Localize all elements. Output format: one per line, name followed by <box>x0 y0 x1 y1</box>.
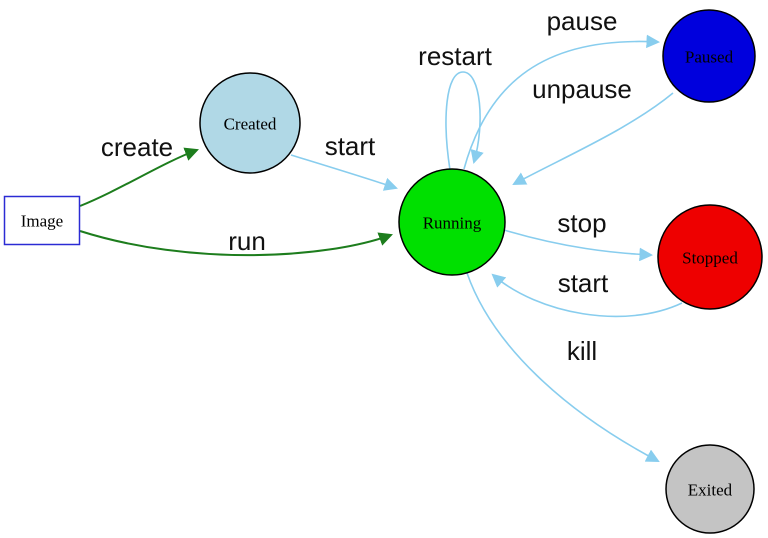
running-circle <box>398 168 506 276</box>
node-created: Created <box>199 72 301 174</box>
edge-labels-layer: create run start restart pause unpause s… <box>101 6 632 366</box>
edge-label-kill: kill <box>567 336 597 366</box>
node-label-stopped: Stopped <box>682 249 738 268</box>
edge-label-start-2: start <box>558 268 609 298</box>
node-label-running: Running <box>423 214 482 233</box>
image-box <box>3 195 81 246</box>
nodes-layer: Image Created Running Paused Stopped Exi <box>3 9 763 534</box>
edge-label-start: start <box>325 131 376 161</box>
node-stopped: Stopped <box>657 204 763 310</box>
node-running: Running <box>398 168 506 276</box>
node-paused: Paused <box>662 9 756 103</box>
stopped-circle <box>657 204 763 310</box>
exited-circle <box>665 444 755 534</box>
edge-label-unpause: unpause <box>532 74 632 104</box>
edge-unpause <box>512 92 674 185</box>
node-label-exited: Exited <box>688 481 733 500</box>
edge-label-run: run <box>228 226 266 256</box>
edge-label-restart: restart <box>418 41 492 71</box>
edge-restart-self-loop <box>445 71 484 171</box>
node-exited: Exited <box>665 444 755 534</box>
edge-start-created-running <box>290 154 398 191</box>
edge-stop <box>503 229 654 262</box>
edge-run <box>79 230 393 257</box>
edge-kill <box>466 272 660 462</box>
edges-layer <box>79 34 683 462</box>
paused-circle <box>662 9 756 103</box>
node-label-image: Image <box>21 212 63 231</box>
edge-label-stop: stop <box>557 208 606 238</box>
node-image: Image <box>3 195 81 246</box>
edge-pause <box>463 34 661 170</box>
node-label-created: Created <box>224 115 277 134</box>
edge-label-pause: pause <box>547 6 618 36</box>
edge-start-stopped-running <box>491 273 683 318</box>
edge-create <box>79 147 199 207</box>
created-circle <box>199 72 301 174</box>
node-label-paused: Paused <box>685 48 734 67</box>
edge-label-create: create <box>101 132 173 162</box>
